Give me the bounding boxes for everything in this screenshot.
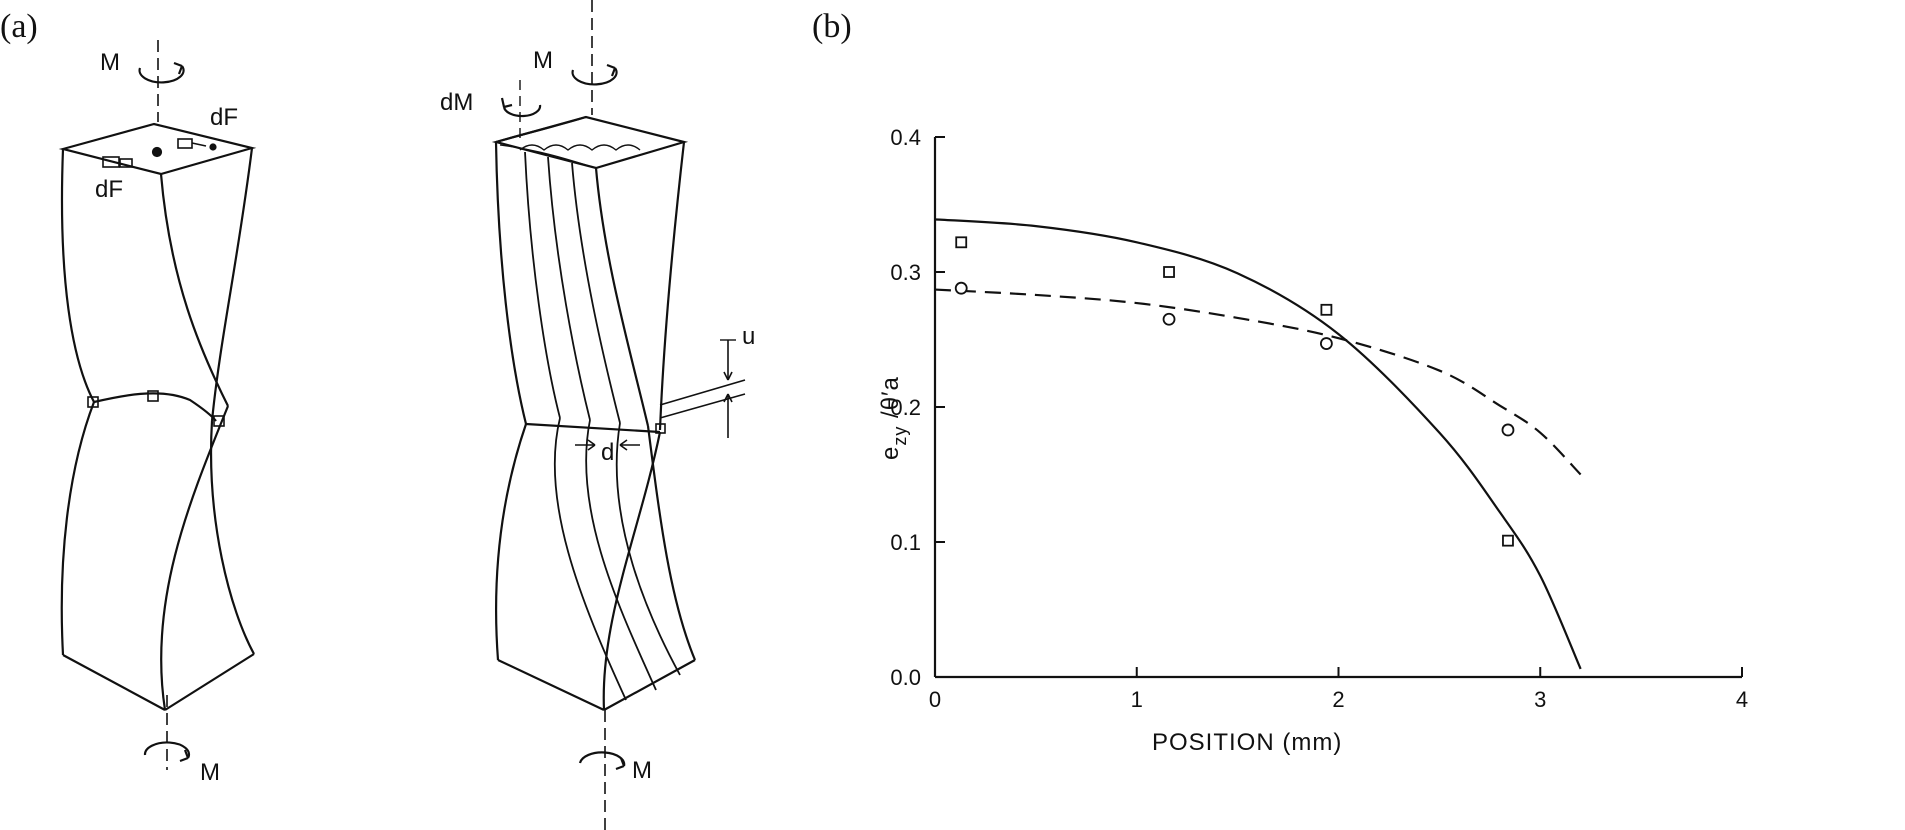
- y-axis-label-main: e: [877, 446, 904, 460]
- left-twisted-bar: [58, 40, 257, 770]
- right-twisted-bar: [491, 0, 746, 830]
- y-tick-label: 0.4: [890, 125, 921, 150]
- y-axis-label-sub: zy: [890, 426, 910, 446]
- x-tick-label: 0: [929, 687, 941, 712]
- torsion-diagram: M M dF dF M M dM d u: [58, 0, 755, 830]
- right-moment-top-label: M: [533, 47, 553, 74]
- left-moment-bottom-label: M: [200, 759, 220, 786]
- right-moment-bottom-label: M: [632, 757, 652, 784]
- chart-axes: 0 1 2 3 4 0.0 0.1 0.2 0.3 0.4: [890, 125, 1748, 712]
- chart-markers: [954, 236, 1515, 547]
- y-tick-label: 0.2: [890, 395, 921, 420]
- square-data-point: [1320, 303, 1333, 316]
- panel-label-a: (a): [0, 8, 38, 45]
- chart-curves: [934, 218, 1582, 670]
- left-force-top-label: dF: [210, 104, 238, 131]
- circle-data-point: [1319, 337, 1333, 350]
- strain-position-chart: 0 1 2 3 4 0.0 0.1 0.2 0.3 0.4 POSITION (mm) ezy /…: [877, 125, 1748, 756]
- circle-data-point: [1162, 312, 1176, 326]
- square-data-point: [955, 236, 968, 249]
- y-axis-label: ezy /θ′a: [877, 376, 910, 460]
- x-tick-label: 2: [1332, 687, 1344, 712]
- displacement-u-label: u: [742, 323, 755, 350]
- y-axis-label-rest: /θ′a: [877, 376, 904, 426]
- left-force-side-label: dF: [95, 176, 123, 203]
- panel-label-b: (b): [812, 8, 852, 45]
- dashed-fit-curve: [934, 288, 1582, 476]
- y-tick-label: 0.1: [890, 530, 921, 555]
- y-tick-label: 0.0: [890, 665, 921, 690]
- x-tick-label: 1: [1131, 687, 1143, 712]
- x-axis-label: POSITION (mm): [1152, 729, 1342, 756]
- circle-data-point: [1501, 423, 1515, 437]
- y-tick-label: 0.3: [890, 260, 921, 285]
- x-tick-label: 4: [1736, 687, 1748, 712]
- solid-fit-curve: [934, 218, 1582, 670]
- circle-data-point: [954, 281, 968, 295]
- spacing-d-label: d: [601, 439, 614, 466]
- right-dm-label: dM: [440, 89, 473, 116]
- x-tick-label: 3: [1534, 687, 1546, 712]
- square-data-point: [1502, 534, 1514, 547]
- square-data-point: [1163, 266, 1175, 278]
- left-moment-top-label: M: [100, 49, 120, 76]
